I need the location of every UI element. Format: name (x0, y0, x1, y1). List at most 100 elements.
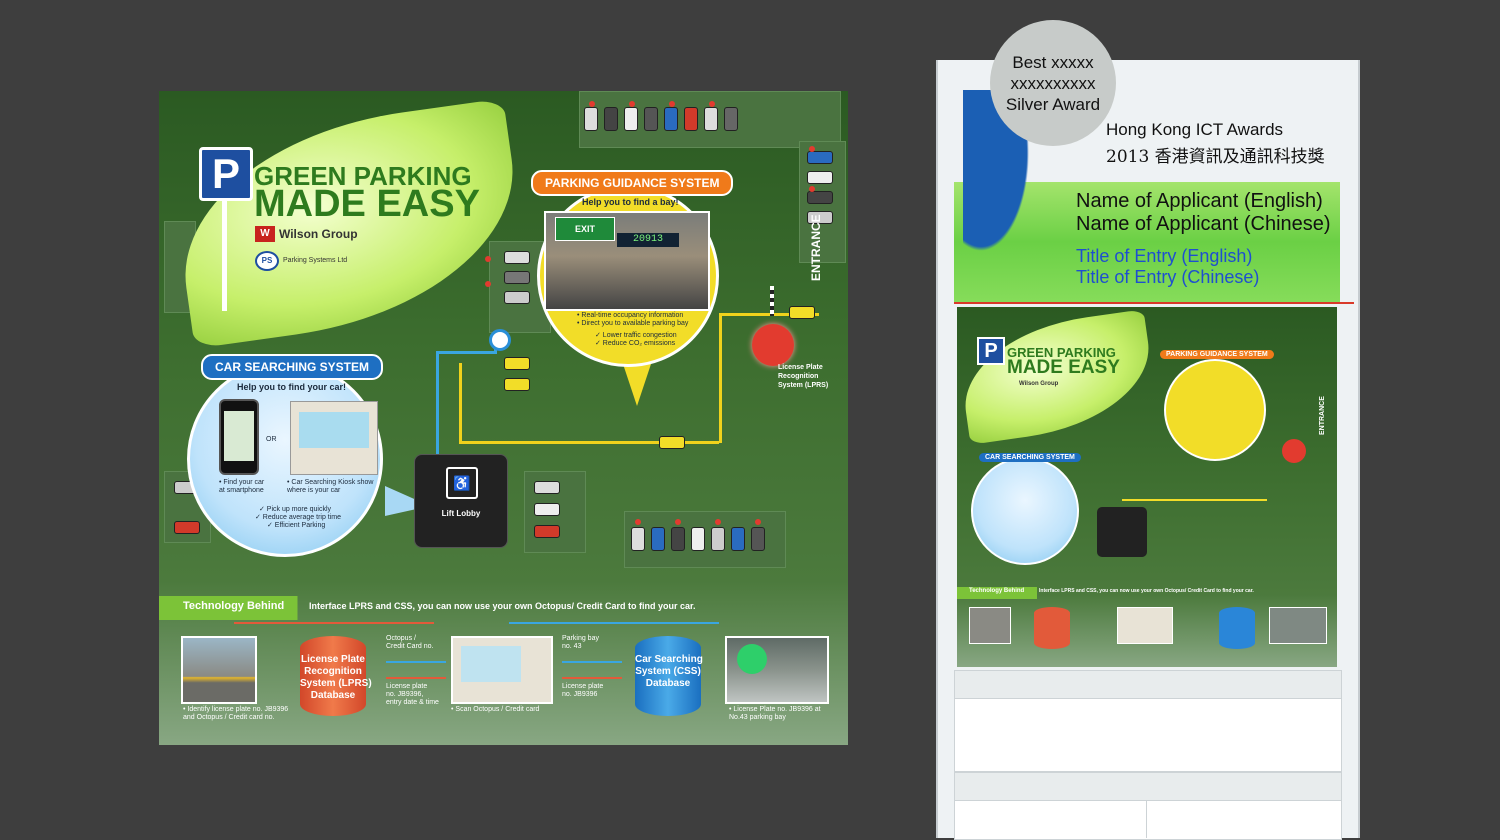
thumb-css-db (1219, 607, 1255, 649)
flow-line-red (234, 622, 434, 624)
parked-car (807, 191, 833, 204)
parked-car (631, 527, 645, 551)
panel-sheet (954, 670, 1342, 700)
kiosk-screen (299, 412, 369, 448)
tech-caption: • License Plate no. JB9396 at No.43 park… (729, 706, 821, 721)
moving-car (659, 436, 685, 449)
vacancy-indicator (629, 101, 635, 107)
parked-car (711, 527, 725, 551)
parked-car (584, 107, 598, 131)
parked-car (691, 527, 705, 551)
parked-car (724, 107, 738, 131)
parked-car (604, 107, 618, 131)
vacancy-indicator (809, 186, 815, 192)
parked-car (504, 291, 530, 304)
ps-logo: PS (255, 251, 279, 271)
thumb-parking-sign: P (977, 337, 1005, 365)
thumb-lift (1097, 507, 1147, 557)
smartphone-screen (224, 411, 254, 461)
kiosk-image (290, 401, 378, 475)
thumb-title-line2: MADE EASY (1007, 357, 1120, 378)
barrier-photo (181, 636, 257, 704)
vacancy-indicator (485, 281, 491, 287)
awards-name: Hong Kong ICT Awards (1106, 120, 1284, 139)
parked-car (684, 107, 698, 131)
car-search-check: ✓ Efficient Parking (267, 522, 326, 529)
kiosk-card-photo (451, 636, 553, 704)
lprs-camera (752, 324, 794, 366)
flow-line-blue (509, 622, 719, 624)
parked-car (504, 271, 530, 284)
css-database: Car Searching System (CSS) Database (635, 636, 703, 716)
thumb-tech-title: Technology Behind (969, 588, 1025, 594)
thumb-lprs (1282, 439, 1306, 463)
kiosk-card-screen (461, 646, 521, 682)
panel-sheet (954, 698, 1342, 772)
vacancy-indicator (589, 101, 595, 107)
parked-car (624, 107, 638, 131)
moving-car (504, 357, 530, 370)
bay-indicator-light (737, 644, 767, 674)
red-divider (954, 302, 1354, 304)
lift-lobby-label: Lift Lobby (441, 509, 481, 518)
vacancy-indicator (809, 146, 815, 152)
brand-name: Wilson Group (279, 227, 358, 241)
award-line: Silver Award (1005, 95, 1101, 114)
or-label: OR (266, 436, 277, 443)
flow-arrow-right (386, 677, 446, 679)
parked-car (807, 171, 833, 184)
thumb-title-line1: GREEN PARKING (1007, 345, 1116, 360)
vacancy-indicator (669, 101, 675, 107)
wilson-logo: W (255, 226, 275, 242)
guidance-route (459, 363, 462, 443)
entry-title-english: Title of Entry (English) (1076, 246, 1253, 266)
moving-car (504, 378, 530, 391)
parked-car (644, 107, 658, 131)
parked-car (651, 527, 665, 551)
sheet-divider (1146, 800, 1147, 838)
guidance-subtitle: Help you to find a bay! (582, 197, 679, 207)
parked-car (671, 527, 685, 551)
car-search-route (436, 351, 496, 354)
guidance-bullet: • Direct you to available parking bay (577, 320, 689, 327)
lprs-database-label: License Plate Recognition System (LPRS) … (300, 654, 372, 701)
parked-car (664, 107, 678, 131)
thumb-tech-intro: Interface LPRS and CSS, you can now use … (1039, 588, 1254, 594)
panel-sheet (954, 800, 1342, 840)
smartphone-image (219, 399, 259, 475)
flow-arrow-right (562, 677, 622, 679)
flow-label: License plate no. JB9396, entry date & t… (386, 683, 439, 706)
tech-caption: • Identify license plate no. JB9396 and … (183, 706, 289, 721)
parked-car (704, 107, 718, 131)
exit-sign-text: EXIT (574, 224, 595, 234)
car-search-title: CAR SEARCHING SYSTEM (201, 354, 384, 380)
parked-car (807, 211, 833, 224)
parking-bay-photo (725, 636, 829, 704)
vacancy-indicator (755, 519, 761, 525)
thumb-car-title: CAR SEARCHING SYSTEM (979, 453, 1081, 462)
guidance-check: ✓ Reduce CO₂ emissions (595, 340, 676, 347)
thumb-brand: Wilson Group (1019, 381, 1059, 387)
tech-title: Technology Behind (183, 600, 285, 612)
tech-bar (159, 596, 848, 620)
phone-caption: • Find your car at smartphone (219, 479, 265, 494)
poster-title-line2: MADE EASY (254, 183, 480, 225)
thumb-entrance: ENTRANCE (1319, 396, 1326, 435)
bay-count-text: 20913 (632, 234, 663, 245)
parked-car (731, 527, 745, 551)
awards-year: 2013 香港資訊及通訊科技獎 (1106, 147, 1325, 167)
parked-car (534, 525, 560, 538)
car-search-route (436, 351, 439, 511)
award-badge: Best xxxxx xxxxxxxxxx Silver Award (990, 20, 1116, 146)
parked-car (534, 503, 560, 516)
kiosk-caption: • Car Searching Kiosk show where is your… (287, 479, 374, 494)
guidance-route (719, 313, 819, 316)
thumb-guidance-title: PARKING GUIDANCE SYSTEM (1160, 350, 1274, 359)
panel-sheet (954, 772, 1342, 802)
partner-name: Parking Systems Ltd (283, 257, 348, 264)
location-pin (489, 329, 511, 351)
parked-car (504, 251, 530, 264)
flow-arrow-left (562, 661, 622, 663)
sign-post (222, 201, 227, 311)
flow-label: License plate no. JB9396 (562, 683, 604, 698)
